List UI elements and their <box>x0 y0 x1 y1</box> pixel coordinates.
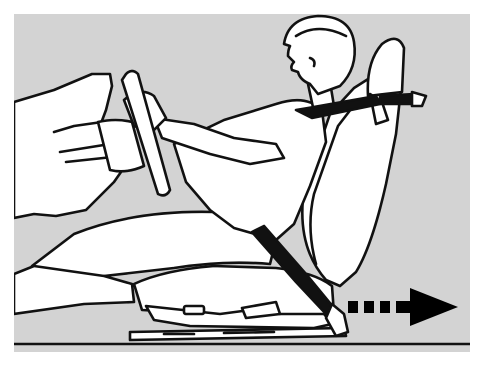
illustration-svg <box>14 14 470 352</box>
seat-adjustment-illustration <box>14 14 470 352</box>
retractor-cap <box>412 92 426 106</box>
seat-rail-handle <box>184 306 204 314</box>
